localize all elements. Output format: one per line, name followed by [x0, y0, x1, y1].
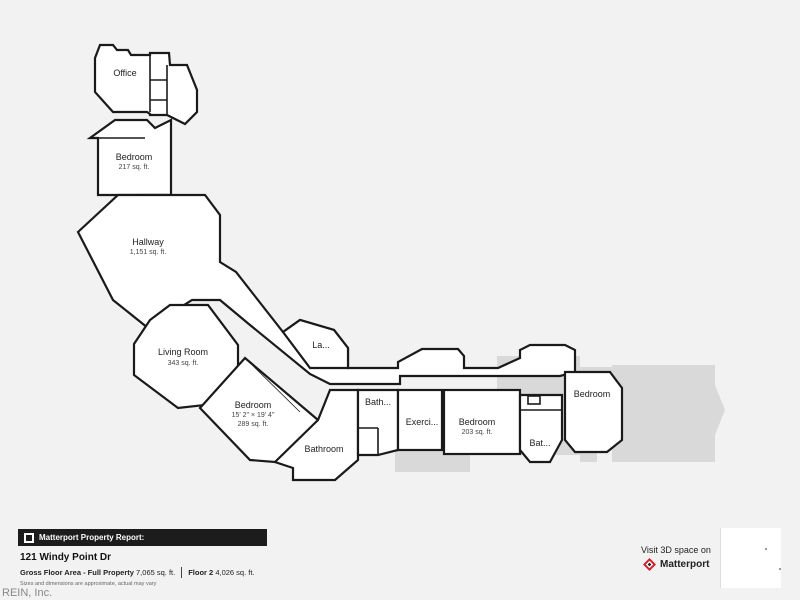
room-label-bedroom-217: Bedroom [116, 152, 153, 162]
room-label-hallway: Hallway [132, 237, 164, 247]
qr-marker [779, 568, 781, 570]
laundry-room [281, 318, 350, 370]
room-label-bathroom: Bathroom [304, 444, 343, 454]
report-header-title: Matterport Property Report: [39, 533, 145, 542]
disclaimer-text: Sizes and dimensions are approximate, ac… [20, 581, 157, 587]
matterport-brand[interactable]: Matterport [643, 558, 709, 571]
room-area-bedroom-217: 217 sq. ft. [119, 164, 150, 171]
bedroom-203 [442, 388, 522, 456]
room-label-bedroom-289: Bedroom [235, 400, 272, 410]
room-label-bath-east: Bat... [529, 438, 550, 448]
office-wing [93, 43, 199, 126]
room-label-laundry: La... [312, 340, 330, 350]
room-area-bedroom-203: 203 sq. ft. [462, 429, 493, 436]
room-area-bedroom-289: 289 sq. ft. [238, 421, 269, 428]
area-summary: Gross Floor Area - Full Property 7,065 s… [20, 567, 255, 578]
room-label-bedroom-east: Bedroom [574, 389, 611, 399]
bath-small [356, 388, 400, 457]
gross-area-value: 7,065 sq. ft. [136, 568, 176, 577]
bedroom-217 [86, 118, 173, 197]
qr-marker [765, 548, 767, 550]
matterport-brand-name: Matterport [660, 559, 710, 570]
bathroom-main [272, 388, 360, 482]
separator [181, 567, 183, 578]
room-labels: Office Bedroom 217 sq. ft. Hallway 1,151… [113, 68, 610, 454]
floor-plan: Office Bedroom 217 sq. ft. Hallway 1,151… [76, 43, 725, 482]
room-label-bath-small: Bath... [365, 397, 391, 407]
room-area-living-room: 343 sq. ft. [168, 360, 199, 367]
watermark: REIN, Inc. [2, 587, 53, 599]
room-area-hallway: 1,151 sq. ft. [130, 249, 167, 256]
main-corridor [76, 193, 577, 386]
gross-area-label: Gross Floor Area - Full Property [20, 568, 134, 577]
bath-east [518, 393, 564, 464]
matterport-logo-icon [24, 532, 34, 543]
qr-code-area[interactable] [720, 528, 781, 588]
report-header-bar: Matterport Property Report: [18, 529, 267, 546]
room-label-exercise: Exerci... [406, 417, 439, 427]
visit-3d-text[interactable]: Visit 3D space on [641, 545, 711, 555]
living-room [132, 303, 240, 410]
floor-area-value: 4,026 sq. ft. [215, 568, 255, 577]
exercise-room [396, 388, 444, 452]
room-label-living-room: Living Room [158, 347, 208, 357]
room-dims-bedroom-289: 15' 2" × 19' 4" [232, 412, 275, 419]
matterport-logo-icon [643, 558, 656, 571]
property-address: 121 Windy Point Dr [20, 552, 112, 563]
floor-label: Floor 2 [188, 568, 214, 577]
room-label-office: Office [113, 68, 136, 78]
room-label-bedroom-203: Bedroom [459, 417, 496, 427]
bedroom-east [563, 370, 624, 454]
